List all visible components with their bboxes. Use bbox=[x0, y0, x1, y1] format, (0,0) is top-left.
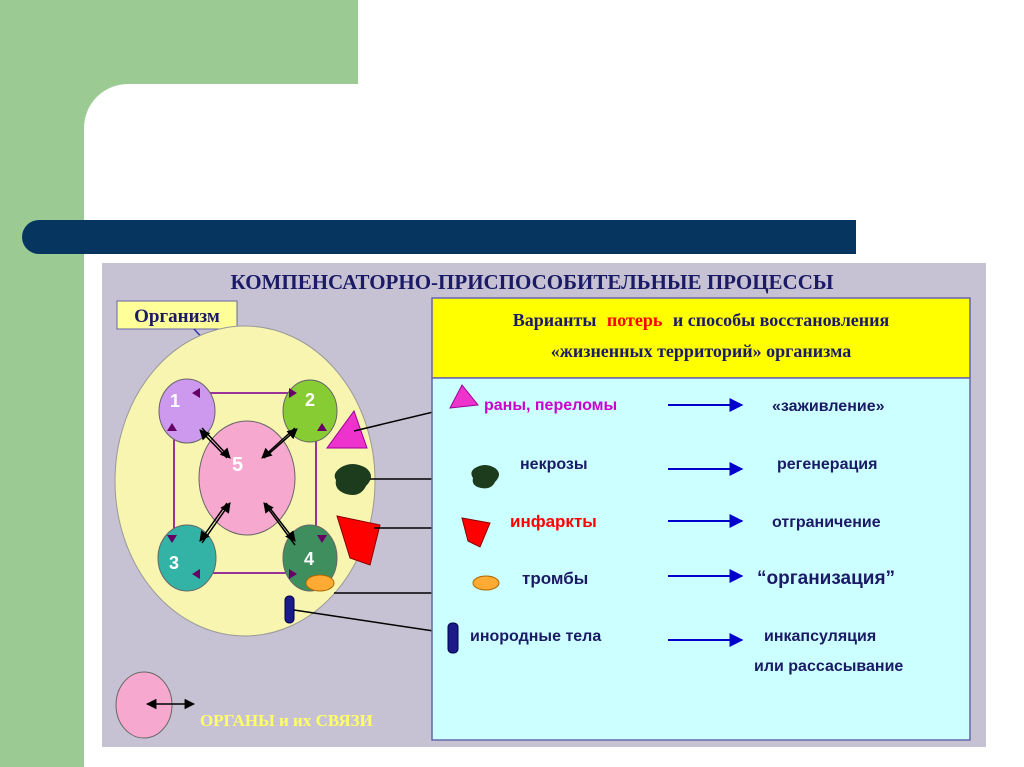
restore-healing: «заживление» bbox=[772, 398, 885, 415]
loss-wounds: раны, переломы bbox=[484, 397, 617, 414]
legend-organs-label: ОРГАНЫ и их СВЯЗИ bbox=[200, 711, 373, 730]
slide-title-bar bbox=[22, 220, 856, 254]
header-line-1-c: и способы восстановления bbox=[673, 310, 890, 330]
organ-links-frame bbox=[173, 392, 317, 574]
organ-number-2: 2 bbox=[305, 390, 315, 410]
process-diagram: КОМПЕНСАТОРНО-ПРИСПОСОБИТЕЛЬНЫЕ ПРОЦЕССЫ… bbox=[102, 263, 986, 747]
organ-number-3: 3 bbox=[169, 553, 179, 573]
loss-foreign-bodies: инородные тела bbox=[470, 628, 601, 645]
header-line-1-a: Варианты bbox=[513, 310, 597, 330]
header-line-2: «жизненных территорий» организма bbox=[551, 341, 851, 361]
loss-infarcts: инфаркты bbox=[510, 512, 597, 531]
restoration-arrows bbox=[668, 398, 744, 647]
header-line-1-b: потерь bbox=[607, 310, 663, 330]
infarct-shape-icon bbox=[461, 517, 491, 548]
header-box bbox=[431, 297, 971, 379]
organ-center-arrows bbox=[199, 427, 298, 546]
loss-necrosis: некрозы bbox=[520, 456, 588, 473]
restore-encapsulation: инкапсуляция bbox=[764, 628, 876, 645]
restore-regeneration: регенерация bbox=[777, 456, 877, 473]
organ-5 bbox=[198, 420, 296, 536]
organ-link-arrows bbox=[167, 388, 327, 579]
necrosis-blob-icon bbox=[471, 465, 499, 489]
organ-number-1: 1 bbox=[170, 391, 180, 411]
foreign-body-cylinder-large bbox=[284, 595, 295, 624]
foreign-body-cylinder-icon bbox=[447, 622, 459, 654]
header-line-1: Варианты потерь и способы восстановления bbox=[513, 310, 890, 330]
diagram-title: КОМПЕНСАТОРНО-ПРИСПОСОБИТЕЛЬНЫЕ ПРОЦЕССЫ bbox=[231, 270, 834, 294]
organ-4 bbox=[282, 524, 338, 592]
legend-organ-circle bbox=[115, 671, 173, 739]
organ-number-5: 5 bbox=[232, 454, 243, 476]
restore-organization: “организация” bbox=[757, 568, 895, 589]
necrosis-blob-large bbox=[334, 464, 371, 495]
thrombus-ellipse-large bbox=[305, 574, 335, 592]
restore-delimitation: отграничение bbox=[772, 514, 881, 531]
loss-restore-panel bbox=[431, 377, 971, 741]
restore-resorption: или рассасывание bbox=[754, 658, 903, 675]
infarct-shape-large bbox=[336, 515, 381, 566]
organism-label: Организм bbox=[134, 306, 220, 327]
thrombus-ellipse-icon bbox=[472, 575, 500, 591]
organ-number-4: 4 bbox=[304, 549, 314, 569]
organism-label-box bbox=[116, 300, 238, 330]
loss-thrombi: тромбы bbox=[522, 569, 588, 588]
wound-triangle-icon bbox=[449, 384, 479, 409]
